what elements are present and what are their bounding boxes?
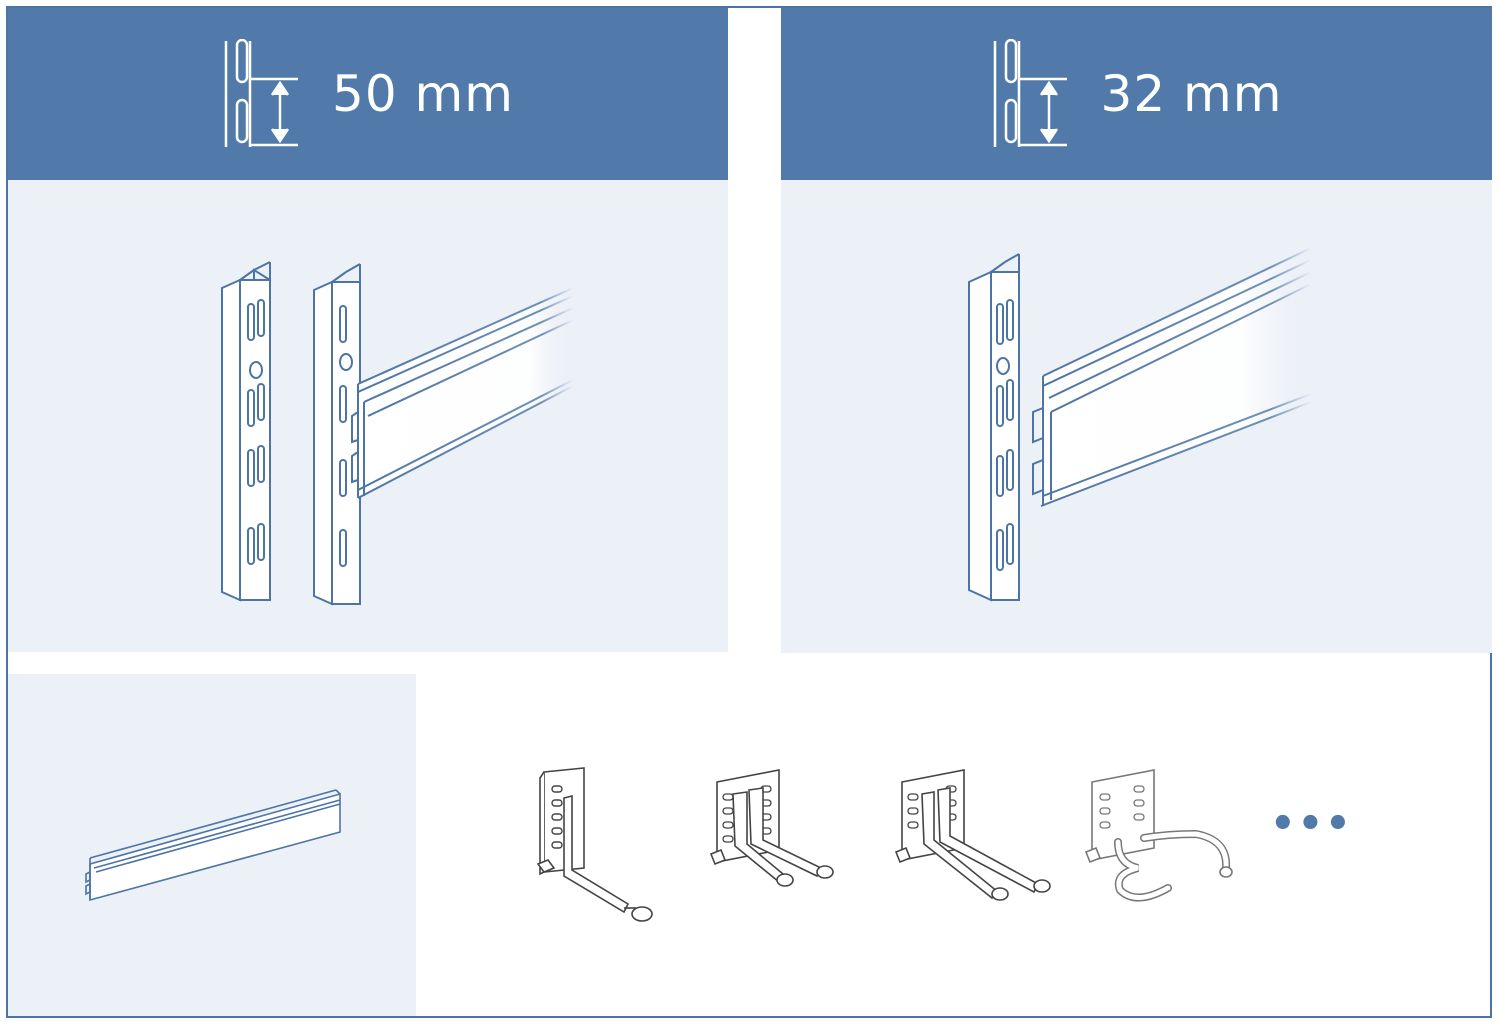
spacing-label-50: 50 mm — [332, 65, 514, 123]
double-hook-long — [888, 764, 1058, 904]
uprights-50mm-illustration — [221, 261, 574, 606]
hook-icon — [1084, 769, 1233, 902]
slot-pitch-icon — [224, 39, 299, 147]
panel-50mm-illustration — [8, 180, 728, 652]
diagram-frame: 50 mm — [6, 6, 1492, 1018]
wall-rail-illustration — [85, 789, 341, 902]
slot-pitch-icon — [993, 39, 1067, 147]
single-hook — [528, 764, 658, 924]
panel-32mm-illustration — [781, 180, 1492, 653]
u-hook — [1078, 764, 1248, 904]
double-hook-short — [703, 764, 863, 904]
header-32mm: 32 mm — [781, 8, 1492, 180]
hook-icon — [536, 767, 653, 922]
more-accessories-indicator: ••• — [1270, 801, 1353, 847]
hook-icon — [709, 769, 834, 887]
panel-rail-illustration — [8, 674, 416, 1016]
spacing-label-32: 32 mm — [1100, 65, 1283, 123]
hook-icon — [894, 769, 1051, 901]
upright-32mm-illustration — [968, 247, 1312, 602]
header-50mm: 50 mm — [8, 8, 728, 180]
